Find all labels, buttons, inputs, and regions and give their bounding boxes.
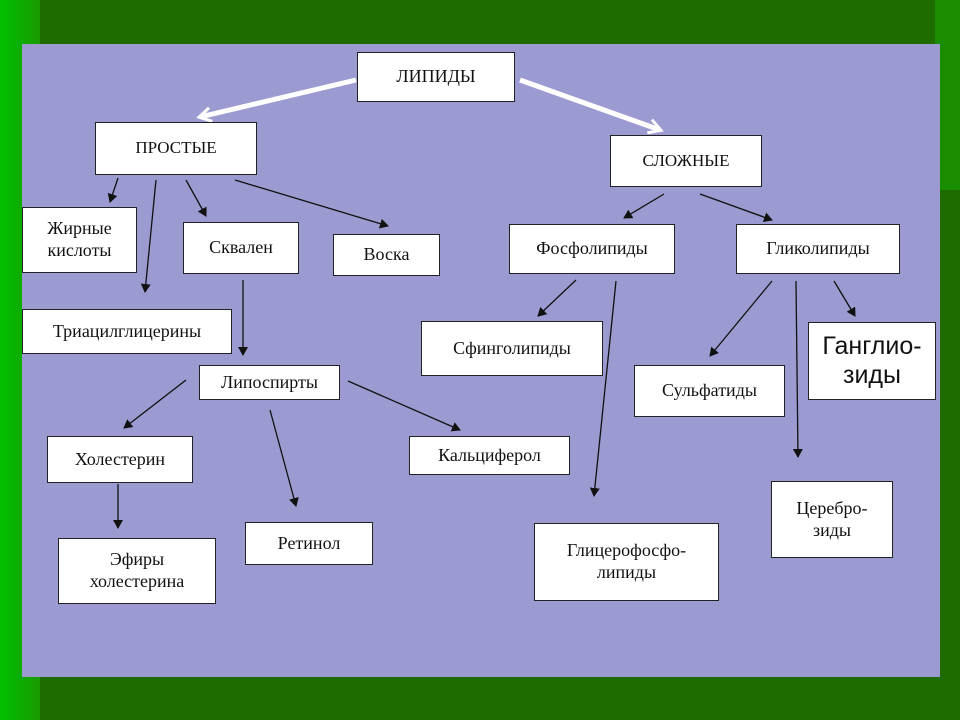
node-lipids: ЛИПИДЫ [357,52,515,102]
arrow-glyco-gangliosides [833,280,856,317]
node-lipospirts: Липоспирты [199,365,340,400]
node-squalene: Сквален [183,222,299,274]
node-glycolipids: Гликолипиды [736,224,900,274]
node-sphingolipids: Сфинголипиды [421,321,603,376]
node-gangliosides: Ганглио- зиды [808,322,936,400]
arrow-phospho-sphingolipids [537,279,577,317]
node-cholesterol: Холестерин [47,436,193,483]
node-simple: ПРОСТЫЕ [95,122,257,175]
node-calciferol: Кальциферол [409,436,570,475]
node-triacylglycerols: Триацилглицерины [22,309,232,354]
arrow-phospho-glycerophospho [589,280,617,497]
arrow-complex-glycolipids [699,193,773,222]
arrow-simple-fattyacids [107,177,119,203]
arrow-glyco-sulfatides [709,280,773,357]
node-retinol: Ретинол [245,522,373,565]
node-phospholipids: Фосфолипиды [509,224,675,274]
arrow-glyco-cerebrosides [792,280,803,458]
arrow-root-simple [200,77,357,117]
arrow-root-complex [519,77,660,130]
node-cerebrosides: Церебро- зиды [771,481,893,558]
node-fatty-acids: Жирные кислоты [22,207,137,273]
arrow-simple-waxes [234,179,389,229]
node-waxes: Воска [333,234,440,276]
node-glycerophospholipids: Глицерофосфо- липиды [534,523,719,601]
node-cholesterol-esters: Эфиры холестерина [58,538,216,604]
node-sulfatides: Сульфатиды [634,365,785,417]
arrow-simple-squalene [185,179,207,217]
arrow-lipospirts-retinol [269,409,299,507]
arrow-simple-triacyl [140,179,157,293]
arrow-lipospirts-cholesterol [123,379,187,429]
arrow-lipospirts-calciferol [347,380,461,432]
arrow-complex-phospholipids [623,193,665,219]
node-complex: СЛОЖНЫЕ [610,135,762,187]
